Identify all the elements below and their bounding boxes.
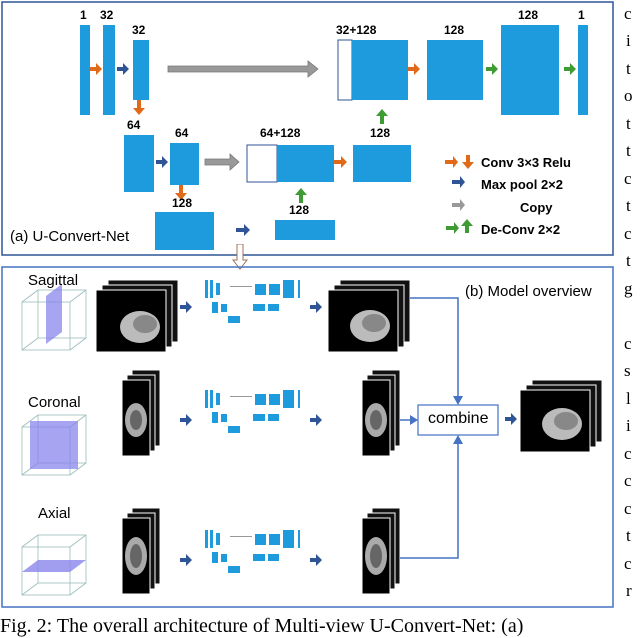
- margin-letter: c: [624, 169, 632, 188]
- view-label-coronal: Coronal: [28, 394, 81, 411]
- panel-a: [1, 1, 614, 256]
- ch-label-7: 64+128: [260, 126, 301, 140]
- block-l1-out: [578, 25, 588, 115]
- margin-letter: t: [626, 196, 631, 215]
- ch-label-6: 128: [172, 196, 193, 210]
- ch-label-13: 1: [578, 8, 585, 22]
- conv-down-arrows: [133, 100, 187, 200]
- conv-arrows: [90, 63, 420, 168]
- panel-a-border: [1, 1, 614, 256]
- combine-label: combine: [428, 410, 489, 427]
- block-l1-3: [133, 40, 149, 100]
- block-l3-2: [275, 220, 335, 240]
- ch-label-3: 32: [132, 23, 146, 37]
- mini-net-axial-icon: [205, 530, 300, 573]
- block-l1-up-white: [337, 39, 353, 101]
- ch-label-5: 64: [175, 126, 189, 140]
- block-l1-1: [80, 25, 90, 115]
- legend-pool: Max pool 2×2: [481, 177, 563, 192]
- mini-net-sagittal-icon: [205, 280, 300, 323]
- block-l1-2: [103, 25, 115, 115]
- margin-letter: g: [624, 279, 633, 298]
- block-l2-up-blue: [277, 145, 334, 182]
- legend-icons: [445, 155, 474, 234]
- view-label-sagittal: Sagittal: [28, 272, 79, 289]
- axial-output-stack: [361, 507, 401, 595]
- panel-b-title: (b) Model overview: [465, 283, 592, 300]
- margin-letter: o: [624, 86, 633, 105]
- margin-letter: s: [624, 361, 631, 380]
- cube-sagittal-icon: [21, 284, 87, 351]
- figure-caption: Fig. 2: The overall architecture of Mult…: [0, 615, 524, 637]
- margin-letter: i: [626, 416, 631, 435]
- cube-coronal-icon: [21, 414, 87, 476]
- final-output-stack: [519, 379, 603, 453]
- margin-letter: c: [624, 224, 632, 243]
- cube-axial-icon: [21, 534, 87, 596]
- sagittal-input-stack: [95, 279, 179, 353]
- mini-net-coronal-icon: [205, 390, 300, 433]
- block-l1-up-blue: [352, 40, 408, 100]
- margin-letter: t: [626, 526, 631, 545]
- margin-letter: t: [626, 251, 631, 270]
- panel-b: [1, 266, 614, 608]
- sagittal-output-stack: [327, 279, 411, 353]
- margin-letter: t: [626, 59, 631, 78]
- block-l2-up-2: [353, 145, 411, 182]
- combine-arrowheads: [410, 396, 463, 444]
- margin-letter: c: [624, 444, 632, 463]
- block-l1-up-2: [427, 40, 483, 100]
- ch-label-11: 128: [444, 23, 465, 37]
- axial-input-stack: [121, 507, 161, 595]
- block-l1-up-3: [501, 25, 559, 115]
- legend-copy: Copy: [520, 200, 553, 215]
- legend-deconv: De-Conv 2×2: [481, 222, 561, 237]
- coronal-input-stack: [121, 369, 161, 457]
- legend-conv: Conv 3×3 Relu: [481, 155, 571, 170]
- margin-letter: t: [626, 114, 631, 133]
- ch-label-8: 128: [289, 203, 310, 217]
- margin-letter: i: [626, 31, 631, 50]
- ch-label-4: 64: [127, 118, 141, 132]
- coronal-output-stack: [361, 369, 401, 457]
- margin-letter: l: [626, 389, 631, 408]
- block-l2-1: [124, 135, 154, 192]
- panel-b-border: [1, 266, 614, 608]
- panel-a-title: (a) U-Convert-Net: [10, 228, 130, 245]
- margin-letter: c: [624, 554, 632, 573]
- copy-arrows: [167, 60, 319, 171]
- margin-letter: c: [624, 499, 632, 518]
- ch-label-1: 1: [80, 8, 87, 22]
- flow-arrows: [180, 301, 517, 566]
- panel-connector: [232, 244, 248, 270]
- pool-arrows: [117, 63, 250, 236]
- margin-letter: t: [626, 141, 631, 160]
- ch-label-12: 128: [518, 8, 539, 22]
- combine-connectors: [400, 297, 459, 559]
- deconv-arrows: [295, 63, 576, 203]
- ch-label-10: 32+128: [336, 23, 377, 37]
- view-label-axial: Axial: [38, 505, 71, 522]
- margin-letter: r: [626, 581, 632, 600]
- ch-label-9: 128: [370, 126, 391, 140]
- ch-label-2: 32: [100, 8, 114, 22]
- margin-letter: c: [624, 4, 632, 23]
- block-l2-2: [170, 143, 199, 185]
- margin-letter: c: [624, 334, 632, 353]
- block-l2-up-white: [246, 144, 278, 183]
- block-l3-1: [155, 212, 214, 250]
- margin-letter: c: [624, 471, 632, 490]
